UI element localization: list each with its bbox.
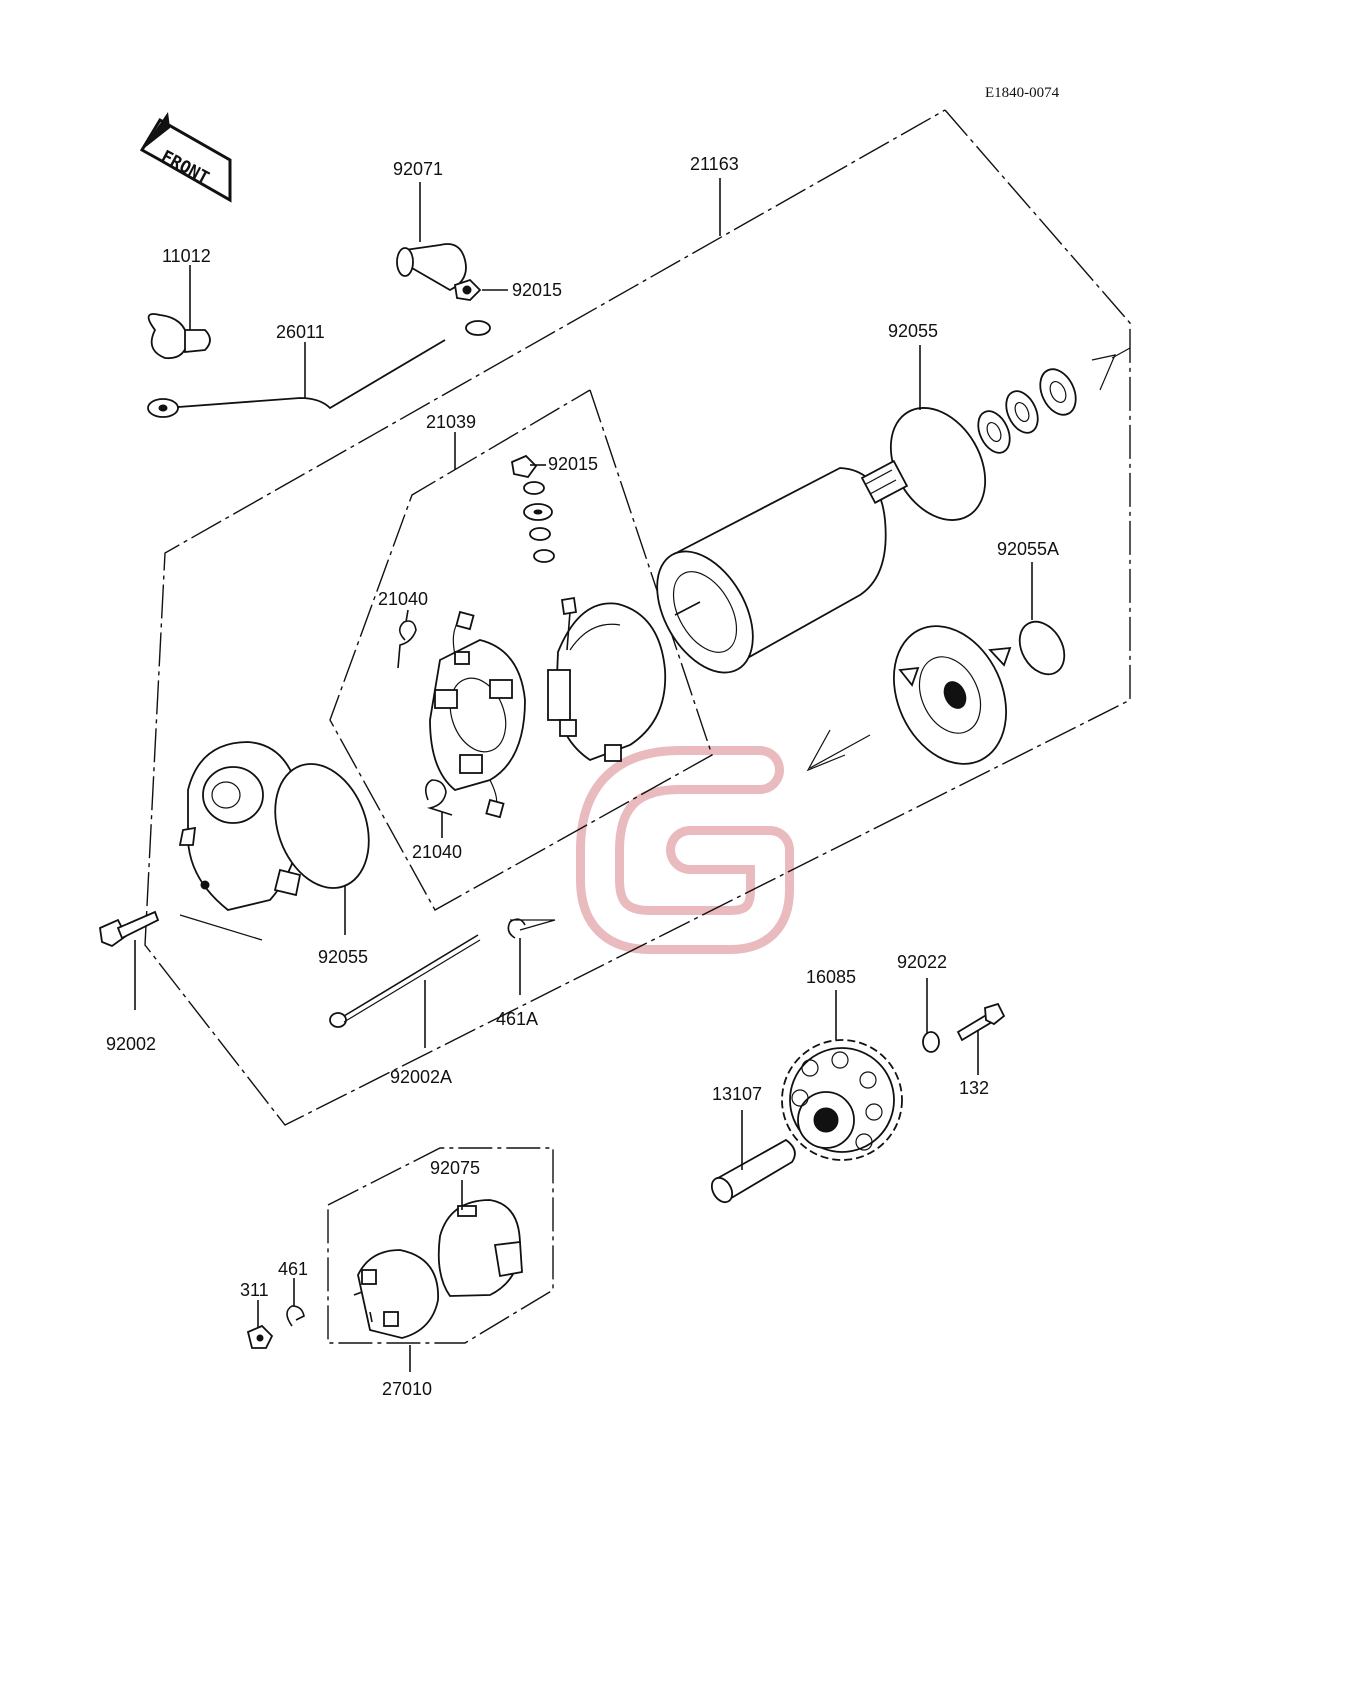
- part-92022-washer: [922, 1031, 940, 1053]
- part-16085-gear: [781, 1039, 903, 1161]
- label-26011: 26011: [276, 322, 325, 342]
- label-13107: 13107: [712, 1084, 762, 1104]
- label-92022: 92022: [897, 952, 947, 972]
- label-92002A: 92002A: [390, 1067, 452, 1087]
- label-11012: 11012: [162, 246, 211, 266]
- front-arrow-icon: FRONT: [139, 112, 232, 203]
- part-92015-stack: [510, 454, 555, 563]
- label-21039: 21039: [426, 412, 476, 432]
- label-92055A: 92055A: [997, 539, 1059, 559]
- label-461A: 461A: [496, 1009, 538, 1029]
- assembly-outline-21039: [329, 389, 713, 911]
- label-92075: 92075: [430, 1158, 480, 1178]
- part-21040-spring-bottom: [424, 779, 453, 816]
- part-11012-cap: [147, 313, 211, 360]
- brush-holder-lower: [353, 1249, 439, 1339]
- leader-lines: [134, 178, 1033, 1372]
- label-21040-bottom: 21040: [412, 842, 462, 862]
- label-21040-top: 21040: [378, 589, 428, 609]
- part-92075-holder: [437, 1199, 523, 1297]
- label-92055-top: 92055: [888, 321, 938, 341]
- part-92002A-through-bolt: [329, 934, 481, 1028]
- part-21040-spring-top: [397, 620, 417, 669]
- g-logo-watermark: [576, 746, 794, 954]
- assembly-outline-27010: [327, 1147, 554, 1344]
- end-cover-right: [893, 625, 1012, 765]
- label-92055-left: 92055: [318, 947, 368, 967]
- part-92002-bolt: [99, 910, 160, 948]
- armature-yoke: [656, 459, 909, 674]
- label-311: 311: [240, 1280, 269, 1300]
- part-92015-nut-top: [453, 278, 482, 301]
- brush-plate-right: [547, 596, 667, 762]
- assembly-outline-21163: [144, 109, 1131, 1126]
- label-21163: 21163: [690, 154, 739, 174]
- part-461-washer: [286, 1305, 305, 1327]
- diagram-id: E1840-0074: [985, 85, 1060, 101]
- label-92015-mid: 92015: [548, 454, 598, 474]
- label-16085: 16085: [806, 967, 856, 987]
- part-311-nut: [246, 1324, 274, 1349]
- direction-arrows: [179, 347, 1131, 941]
- part-92071-terminal-boot: [396, 243, 467, 292]
- part-13107-shaft: [710, 1138, 796, 1204]
- shim-washers: [977, 368, 1077, 454]
- part-92055A-o-ring: [1018, 620, 1066, 676]
- part-labels: 21163 92071 92015 11012 26011 21039 9201…: [106, 154, 1059, 1399]
- label-92071: 92071: [393, 159, 443, 179]
- part-461A-circlip: [507, 918, 526, 939]
- label-92015-top: 92015: [512, 280, 562, 300]
- part-132-bolt: [956, 1002, 1006, 1042]
- label-92002: 92002: [106, 1034, 156, 1054]
- label-27010: 27010: [382, 1379, 432, 1399]
- part-92055-o-ring-left: [274, 763, 370, 889]
- brush-holder-plate: [429, 610, 526, 819]
- label-461: 461: [278, 1259, 308, 1279]
- label-132: 132: [959, 1078, 989, 1098]
